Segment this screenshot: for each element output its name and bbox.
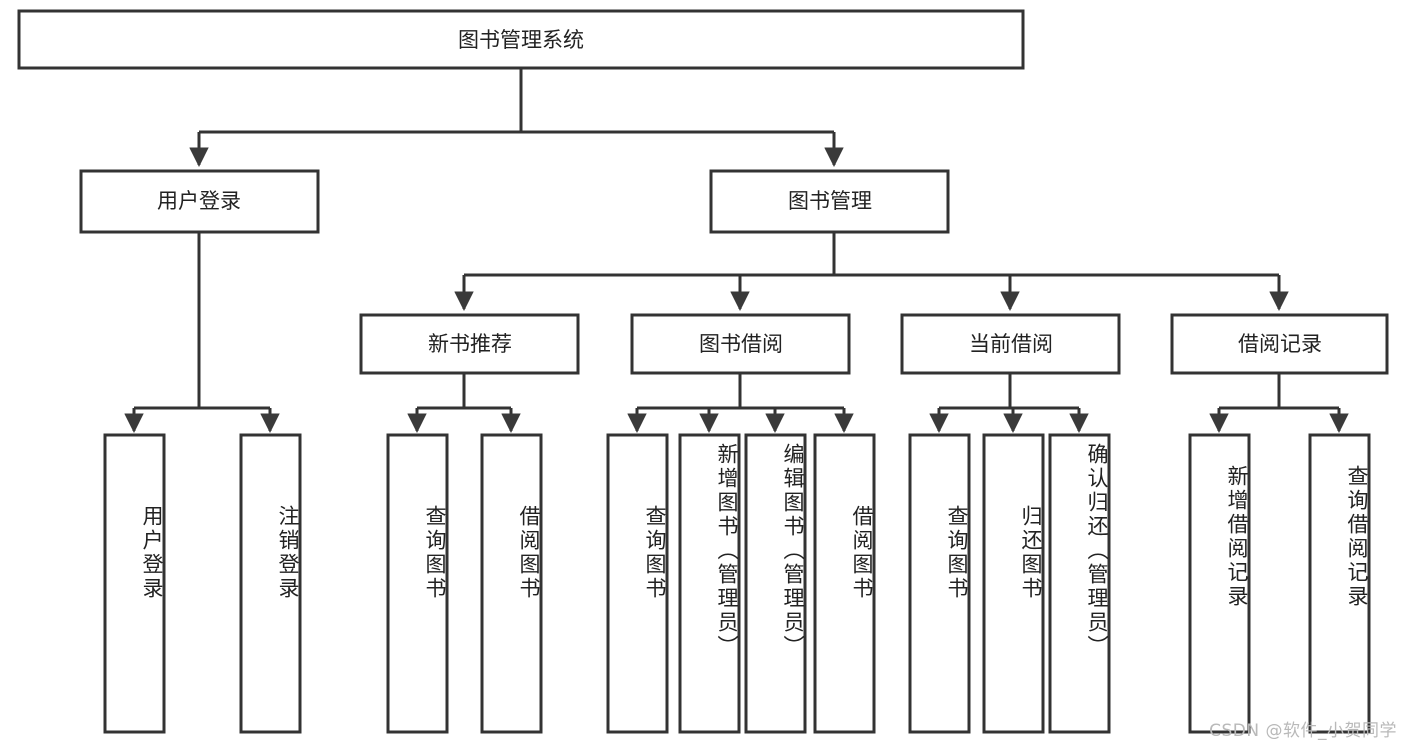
connector-group-root — [189, 68, 844, 167]
node-new-book-recommend[interactable]: 新书推荐 — [359, 313, 580, 375]
leaf-box-user-login[interactable] — [103, 433, 166, 734]
leaf-boxes — [103, 433, 1371, 734]
node-new-book-recommend-label: 新书推荐 — [428, 332, 512, 356]
node-borrow-record-label: 借阅记录 — [1238, 332, 1322, 356]
connector-group-current-borrow — [929, 373, 1089, 433]
connector-group-new-book-rec — [407, 373, 521, 433]
connector-group-user-login — [124, 232, 280, 433]
node-book-management-label: 图书管理 — [788, 189, 872, 213]
node-root-label: 图书管理系统 — [458, 28, 584, 52]
leaf-box-query-book-3[interactable] — [908, 433, 971, 734]
node-root-box[interactable] — [17, 9, 1025, 70]
csdn-watermark: CSDN @软件_小贺同学 — [1209, 721, 1397, 741]
leaf-box-borrow-book-2[interactable] — [813, 433, 876, 734]
node-borrow-record[interactable]: 借阅记录 — [1170, 313, 1389, 375]
node-book-borrow-box[interactable] — [630, 313, 851, 375]
leaf-box-logout[interactable] — [239, 433, 302, 734]
node-current-borrow-box[interactable] — [900, 313, 1121, 375]
node-root[interactable]: 图书管理系统 — [17, 9, 1025, 70]
leaf-box-borrow-book-1[interactable] — [480, 433, 543, 734]
leaf-box-add-book[interactable] — [678, 433, 741, 734]
leaf-box-edit-book[interactable] — [744, 433, 807, 734]
leaf-box-query-record[interactable] — [1308, 433, 1371, 734]
node-current-borrow-label: 当前借阅 — [969, 332, 1053, 356]
leaf-box-query-book-2[interactable] — [606, 433, 669, 734]
node-book-management[interactable]: 图书管理 — [709, 169, 950, 234]
node-user-login[interactable]: 用户登录 — [79, 169, 320, 234]
connector-group-book-mgmt — [454, 232, 1289, 311]
leaf-box-return-book[interactable] — [982, 433, 1045, 734]
connector-group-borrow-record — [1209, 373, 1349, 433]
leaf-box-query-book-1[interactable] — [386, 433, 449, 734]
node-user-login-label: 用户登录 — [157, 189, 241, 213]
node-new-book-recommend-box[interactable] — [359, 313, 580, 375]
node-borrow-record-box[interactable] — [1170, 313, 1389, 375]
node-user-login-box[interactable] — [79, 169, 320, 234]
node-current-borrow[interactable]: 当前借阅 — [900, 313, 1121, 375]
leaf-box-confirm-return[interactable] — [1048, 433, 1111, 734]
connector-group-book-borrow — [627, 373, 854, 433]
node-book-management-box[interactable] — [709, 169, 950, 234]
leaf-box-add-record[interactable] — [1188, 433, 1251, 734]
node-book-borrow-label: 图书借阅 — [699, 332, 783, 356]
node-book-borrow[interactable]: 图书借阅 — [630, 313, 851, 375]
